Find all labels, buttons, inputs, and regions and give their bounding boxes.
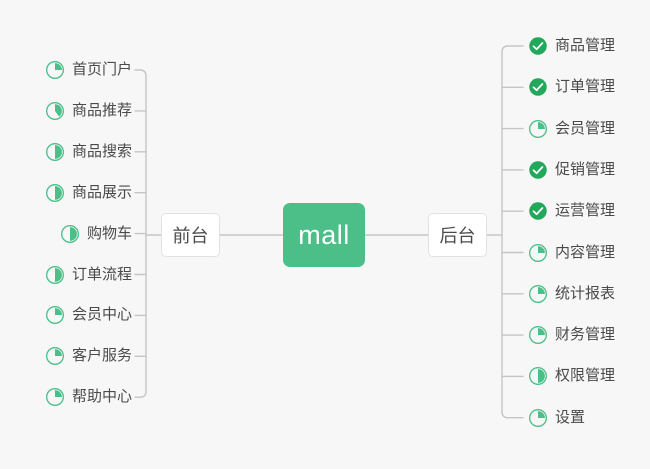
leaf-item[interactable]: 促销管理 [528, 157, 615, 183]
leaf-item-label: 帮助中心 [71, 388, 132, 406]
center-node-mall[interactable]: mall [283, 203, 365, 267]
leaf-item[interactable]: 购物车 [60, 221, 132, 247]
pie-progress-icon [45, 142, 64, 161]
pie-progress-icon [529, 367, 547, 386]
leaf-item-label: 商品搜索 [71, 142, 132, 160]
pie-progress-icon [45, 61, 64, 79]
check-circle-icon [529, 161, 547, 179]
leaf-item[interactable]: 会员管理 [528, 116, 615, 142]
pie-progress-icon [529, 284, 547, 303]
leaf-item[interactable]: 统计报表 [528, 281, 615, 307]
branch-node-backend[interactable]: 后台 [428, 213, 487, 257]
leaf-item-label: 购物车 [86, 224, 132, 242]
branch-node-frontend[interactable]: 前台 [161, 213, 220, 257]
leaf-item-label: 会员管理 [555, 119, 616, 137]
leaf-item-label: 设置 [555, 408, 586, 426]
leaf-item-label: 权限管理 [555, 367, 616, 385]
leaf-item[interactable]: 商品管理 [528, 33, 615, 59]
leaf-item[interactable]: 客户服务 [45, 343, 132, 369]
leaf-item[interactable]: 商品搜索 [45, 139, 132, 165]
leaf-item[interactable]: 商品展示 [45, 180, 132, 206]
leaf-item-label: 商品管理 [555, 37, 616, 54]
pie-progress-icon [45, 265, 64, 284]
pie-progress-icon [45, 306, 64, 325]
pie-progress-icon [60, 224, 79, 243]
leaf-item[interactable]: 商品推荐 [45, 98, 132, 124]
leaf-item-label: 统计报表 [555, 284, 616, 302]
branch-node-frontend-label: 前台 [172, 226, 209, 246]
pie-progress-icon [45, 101, 64, 120]
leaf-item[interactable]: 设置 [528, 405, 585, 431]
leaf-item[interactable]: 内容管理 [528, 240, 615, 266]
check-circle-icon [529, 202, 547, 220]
pie-progress-icon [529, 243, 547, 262]
leaf-item[interactable]: 权限管理 [528, 363, 615, 389]
leaf-item-label: 订单流程 [71, 265, 132, 283]
leaf-item[interactable]: 运营管理 [528, 198, 615, 224]
center-node-label: mall [298, 219, 350, 250]
leaf-item-label: 内容管理 [555, 243, 616, 261]
leaf-item[interactable]: 首页门户 [45, 57, 132, 83]
pie-progress-icon [529, 408, 547, 427]
leaf-item-label: 客户服务 [71, 347, 132, 365]
pie-progress-icon [45, 388, 64, 407]
leaf-item[interactable]: 帮助中心 [45, 384, 132, 410]
leaf-item-label: 首页门户 [71, 61, 132, 78]
leaf-item[interactable]: 订单管理 [528, 74, 615, 100]
leaf-item-label: 财务管理 [555, 326, 616, 344]
leaf-item-label: 订单管理 [555, 78, 616, 96]
leaf-item[interactable]: 财务管理 [528, 322, 615, 348]
pie-progress-icon [45, 183, 64, 202]
leaf-item[interactable]: 会员中心 [45, 302, 132, 328]
pie-progress-icon [529, 119, 547, 138]
pie-progress-icon [529, 326, 547, 345]
leaf-item-label: 商品展示 [71, 183, 132, 201]
leaf-item[interactable]: 订单流程 [45, 262, 132, 288]
leaf-item-label: 会员中心 [71, 306, 132, 324]
check-circle-icon [529, 37, 547, 55]
check-circle-icon [529, 78, 547, 97]
leaf-item-label: 运营管理 [555, 202, 616, 220]
branch-node-backend-label: 后台 [439, 226, 476, 246]
pie-progress-icon [45, 347, 64, 366]
leaf-item-label: 促销管理 [555, 160, 616, 178]
leaf-item-label: 商品推荐 [71, 101, 132, 119]
